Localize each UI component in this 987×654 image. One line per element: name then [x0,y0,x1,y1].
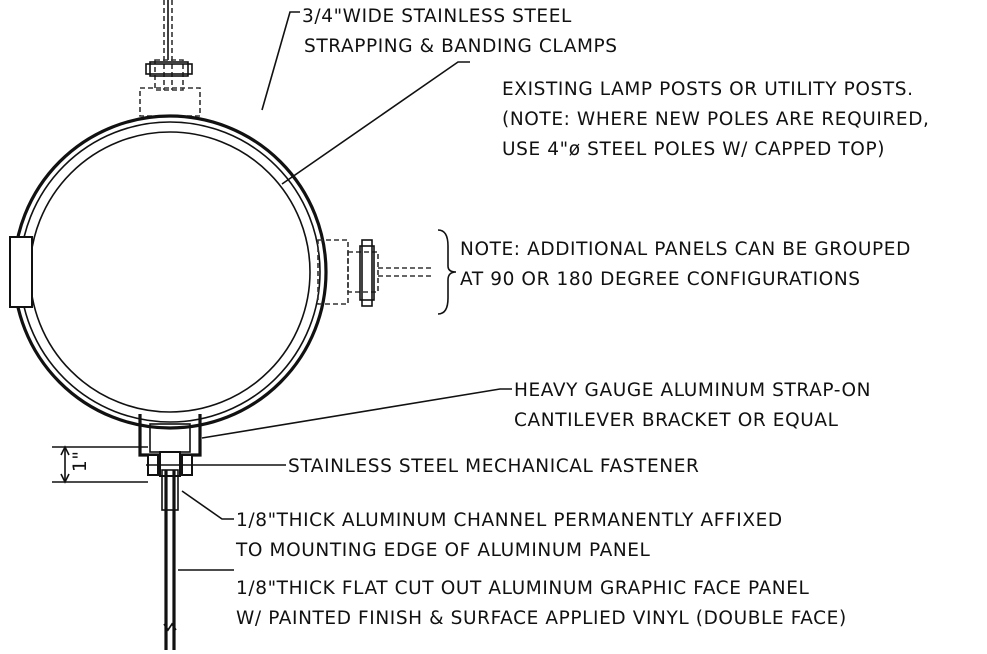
note-fastener: STAINLESS STEEL MECHANICAL FASTENER [288,456,699,477]
aluminum-channel [161,469,179,511]
pole-section [12,114,328,430]
note-panel-line1: 1/8"THICK FLAT CUT OUT ALUMINUM GRAPHIC … [236,578,810,599]
note-posts-line2: (NOTE: WHERE NEW POLES ARE REQUIRED, [502,109,930,130]
right-bracket [317,239,432,307]
left-clamp-buckle [9,236,33,308]
note-panel-line2: W/ PAINTED FINISH & SURFACE APPLIED VINY… [236,608,847,629]
note-posts-line3: USE 4"ø STEEL POLES W/ CAPPED TOP) [502,139,885,160]
mechanical-fastener [146,451,196,477]
note-bracket-line1: HEAVY GAUGE ALUMINUM STRAP-ON [514,380,871,401]
note-panels-line1: NOTE: ADDITIONAL PANELS CAN BE GROUPED [460,239,911,260]
note-strapping-line1: 3/4"WIDE STAINLESS STEEL [302,6,572,27]
note-channel-line2: TO MOUNTING EDGE OF ALUMINUM PANEL [235,540,651,561]
note-posts-line1: EXISTING LAMP POSTS OR UTILITY POSTS. [502,79,914,100]
dimension-1-inch: 1" [52,445,148,484]
note-panels-line2: AT 90 OR 180 DEGREE CONFIGURATIONS [460,269,861,290]
graphic-face-panel [163,470,177,650]
note-channel-line1: 1/8"THICK ALUMINUM CHANNEL PERMANENTLY A… [236,510,783,531]
top-panel [163,0,173,90]
note-strapping-line2: STRAPPING & BANDING CLAMPS [304,36,618,57]
top-bracket [139,59,201,117]
leader-lines [178,11,512,571]
dimension-label: 1" [70,451,91,472]
note-bracket-line2: CANTILEVER BRACKET OR EQUAL [514,410,839,431]
brace-symbol [437,229,457,315]
